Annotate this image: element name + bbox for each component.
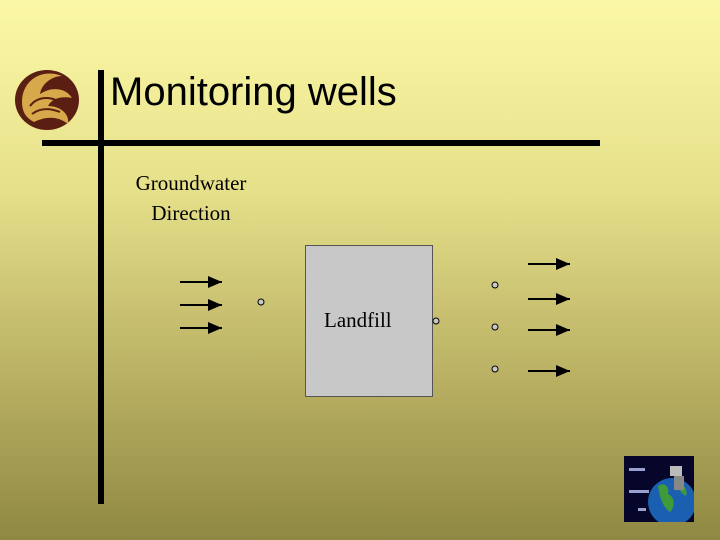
slide-title: Monitoring wells (110, 70, 397, 114)
horizontal-rule (42, 140, 600, 146)
flow-arrows-right (528, 258, 570, 377)
globe-badge-icon (624, 456, 694, 522)
monitoring-well (491, 365, 499, 373)
pegasus-logo-icon (15, 70, 79, 130)
flow-arrows-left (180, 276, 222, 334)
groundwater-label-line-2: Direction (151, 201, 231, 225)
landfill-label: Landfill (324, 308, 392, 332)
monitoring-wells (257, 281, 499, 373)
monitoring-well (432, 317, 440, 325)
monitoring-well (491, 323, 499, 331)
groundwater-direction-label: Groundwater Direction (118, 168, 264, 228)
monitoring-well (257, 298, 265, 306)
groundwater-label-line-1: Groundwater (135, 171, 247, 195)
vertical-rule (98, 70, 104, 504)
monitoring-well (491, 281, 499, 289)
